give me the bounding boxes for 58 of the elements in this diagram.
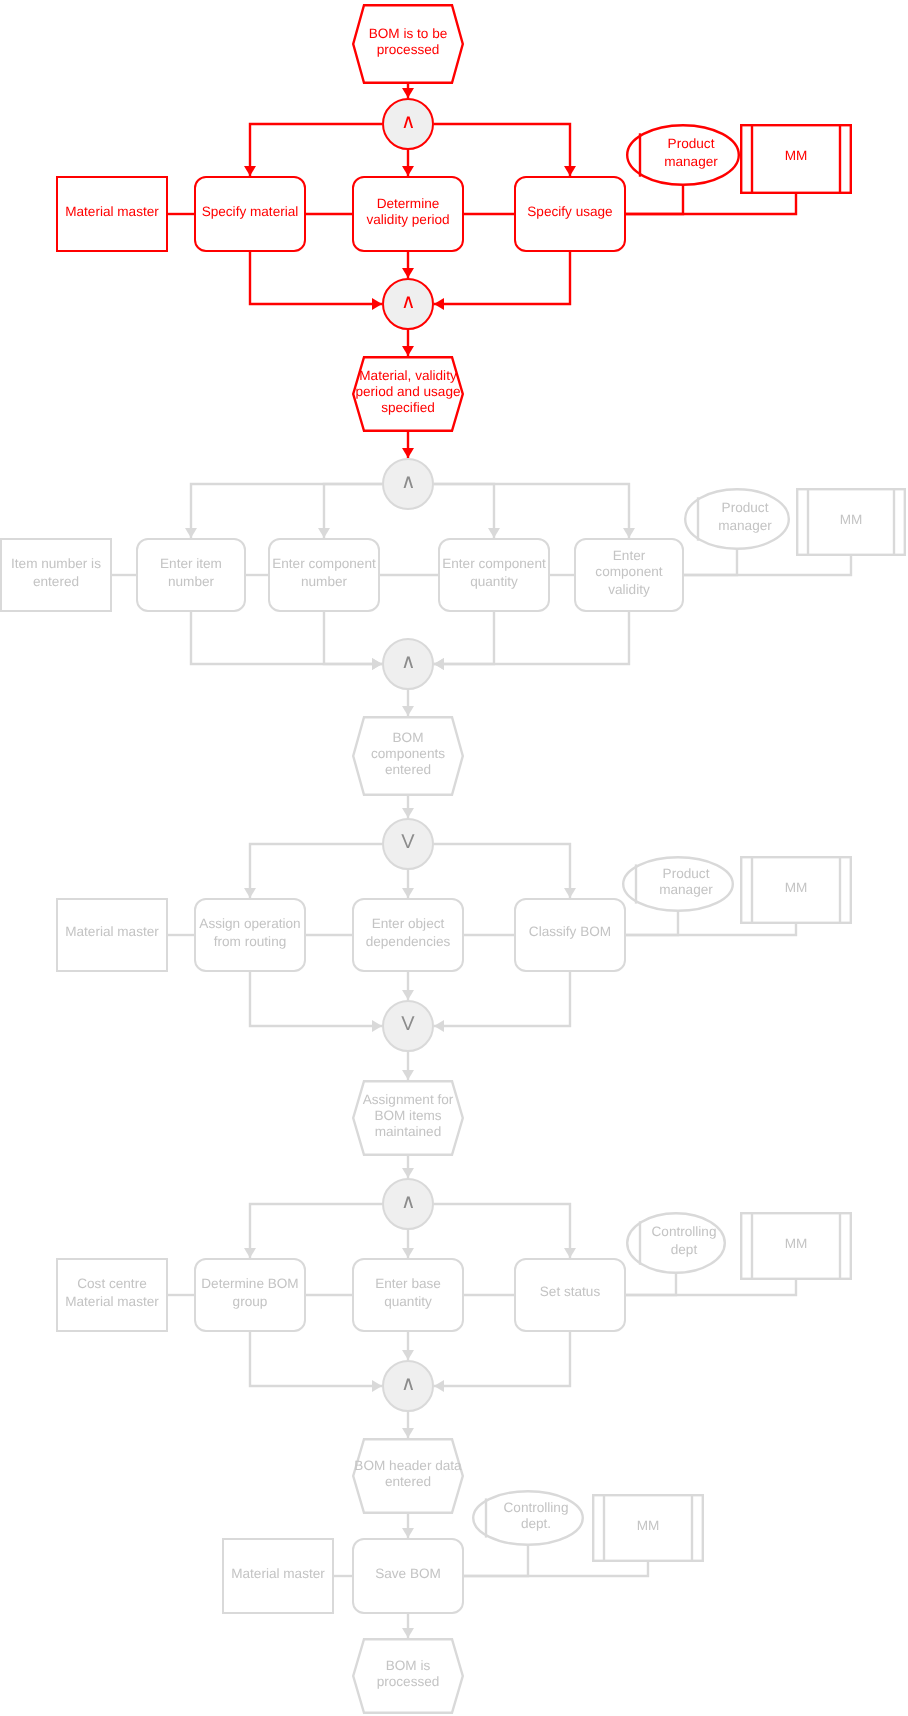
arrow xyxy=(434,482,635,538)
connector-circle: ∧ xyxy=(382,98,434,150)
arrow xyxy=(248,1332,382,1392)
connector-circle: ∧ xyxy=(382,278,434,330)
arrow xyxy=(248,972,382,1032)
arrow xyxy=(402,796,414,818)
connector-line xyxy=(464,1293,514,1297)
connector-circle: V xyxy=(382,1000,434,1052)
arrow xyxy=(402,1412,414,1438)
arrow xyxy=(434,1202,576,1258)
arrow xyxy=(248,252,382,310)
arrow xyxy=(434,612,631,670)
arrow xyxy=(244,842,382,898)
arrow xyxy=(402,1614,414,1638)
connector-circle: ∧ xyxy=(382,458,434,510)
connector-line xyxy=(464,1562,650,1578)
connector-line xyxy=(626,194,798,216)
connector-line xyxy=(684,556,853,577)
connector-circle: ∧ xyxy=(382,1360,434,1412)
arrow xyxy=(434,842,576,898)
arrow xyxy=(434,252,572,310)
arrow xyxy=(244,122,382,176)
arrow xyxy=(402,84,414,98)
connector-line xyxy=(168,1293,194,1297)
arrow xyxy=(244,1202,382,1258)
connector-line xyxy=(464,933,514,937)
connector-line xyxy=(246,573,268,577)
connector-line xyxy=(112,573,136,577)
connector-line xyxy=(380,573,438,577)
arrow xyxy=(402,432,414,458)
arrow xyxy=(402,150,414,176)
arrow xyxy=(402,1052,414,1080)
connector-circle: V xyxy=(382,818,434,870)
connector-line xyxy=(306,933,352,937)
arrow xyxy=(402,330,414,356)
connector-circle: ∧ xyxy=(382,1178,434,1230)
arrow xyxy=(402,690,414,716)
connector-line xyxy=(550,573,574,577)
arrow xyxy=(434,972,572,1032)
arrow xyxy=(402,252,414,278)
arrow xyxy=(402,1332,414,1360)
connector-line xyxy=(306,1293,352,1297)
arrow xyxy=(434,122,576,176)
arrow xyxy=(402,1230,414,1258)
arrow xyxy=(402,972,414,1000)
connector-line xyxy=(168,933,194,937)
arrow xyxy=(318,482,382,538)
connector-line xyxy=(306,212,352,216)
connector-line xyxy=(168,212,194,216)
arrow xyxy=(402,870,414,898)
connector-circle: ∧ xyxy=(382,638,434,690)
arrow xyxy=(322,612,382,670)
arrow xyxy=(402,1156,414,1178)
connector-line xyxy=(626,1280,798,1297)
arrow xyxy=(402,1514,414,1538)
arrow xyxy=(434,1332,572,1392)
connector-line xyxy=(464,212,514,216)
connector-line xyxy=(626,924,798,937)
